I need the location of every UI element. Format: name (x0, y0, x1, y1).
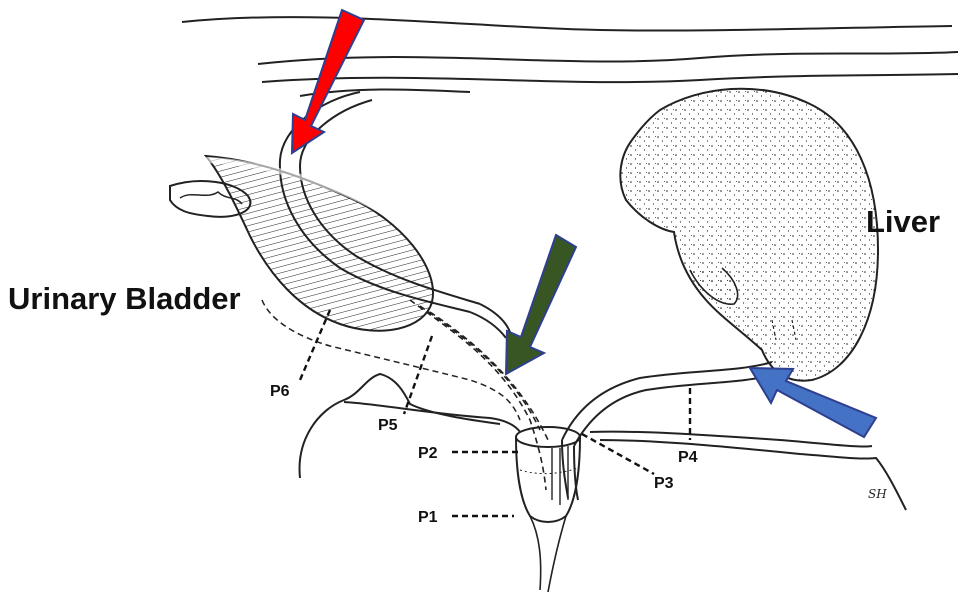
spine-outline (182, 17, 958, 96)
liver-shape (620, 89, 878, 381)
green-arrow (506, 235, 576, 374)
label-p5: P5 (378, 417, 398, 434)
label-p3: P3 (654, 475, 674, 492)
label-p2: P2 (418, 445, 438, 462)
label-leader-lines (300, 310, 690, 516)
liver-label: Liver (866, 204, 940, 240)
label-p1: P1 (418, 509, 438, 526)
urinary-bladder-label: Urinary Bladder (8, 281, 241, 317)
label-p6: P6 (270, 383, 290, 400)
label-p4: P4 (678, 449, 698, 466)
red-arrow (292, 10, 364, 153)
artist-signature: SH (868, 487, 887, 501)
cloaca-pouch (516, 427, 580, 592)
